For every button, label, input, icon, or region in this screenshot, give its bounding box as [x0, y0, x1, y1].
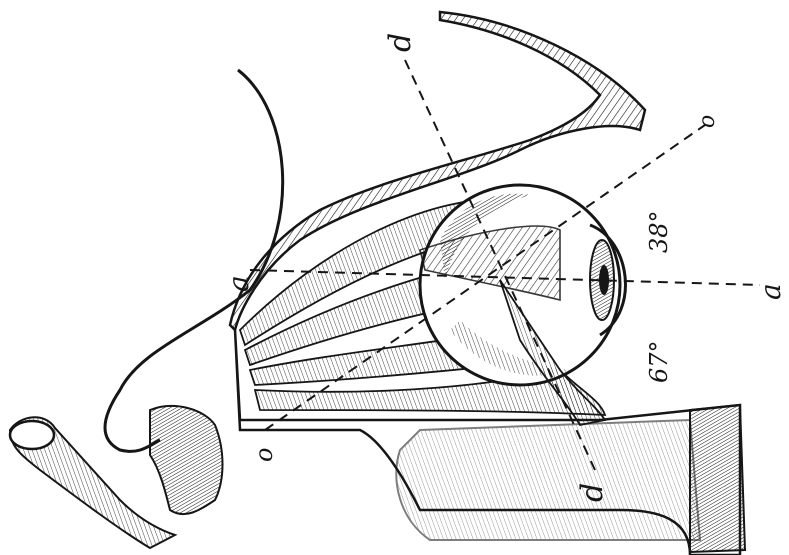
label-d-bottom: d — [575, 483, 610, 502]
label-angle-upper: 38° — [645, 210, 673, 253]
tube-opening — [10, 421, 54, 449]
label-a-right: a — [754, 283, 787, 300]
label-o-bottom: o — [250, 448, 278, 462]
zygoma-block — [690, 405, 745, 552]
maxilla-block — [396, 420, 700, 540]
label-a-left: a — [222, 275, 255, 292]
label-d-top: d — [383, 33, 418, 52]
label-o-top: o — [695, 115, 720, 128]
nostril-region — [150, 406, 223, 514]
label-angle-lower: 67° — [645, 340, 673, 383]
